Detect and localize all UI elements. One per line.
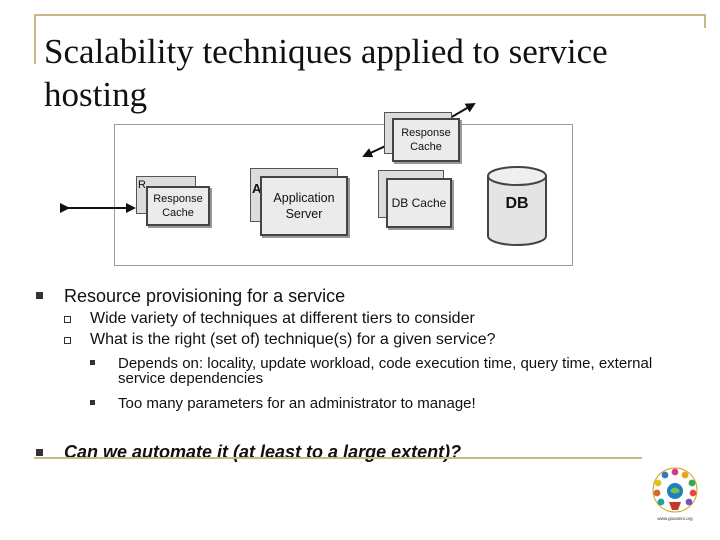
- remote-response-cache: Response Cache: [392, 118, 460, 162]
- bottom-rule: [34, 457, 642, 459]
- slide-title: Scalability techniques applied to servic…: [44, 32, 608, 114]
- sub-bullet-box: [64, 316, 71, 323]
- db-cache: DB Cache: [386, 178, 452, 228]
- bullet-square: [36, 292, 43, 299]
- application-server: Application Server: [260, 176, 348, 236]
- remote-out-arrow: [449, 102, 476, 119]
- sub-sub-bullet-too-many: Too many parameters for an administrator…: [118, 395, 476, 412]
- frame-top-rule: [34, 14, 706, 16]
- client-response-cache: Response Cache: [146, 186, 210, 226]
- database-label: DB: [505, 195, 529, 212]
- db-cache-label: DB Cache: [391, 195, 447, 210]
- bullet-resource-provisioning: Resource provisioning for a service: [64, 286, 346, 306]
- sub-bullet-right-technique: What is the right (set of) technique(s) …: [90, 331, 496, 348]
- sub-bullet-box: [64, 337, 71, 344]
- client-cache-back-label: R: [138, 179, 146, 191]
- peacock-emblem-logo: www.giovanni.org: [652, 467, 698, 521]
- sub-sub-bullet-depends-on: Depends on: locality, update workload, c…: [118, 355, 653, 387]
- app-server-back-label: A: [252, 181, 262, 196]
- database-cylinder: [487, 166, 547, 246]
- remote-response-cache-label: Response Cache: [401, 127, 451, 153]
- sub-bullet-variety: Wide variety of techniques at different …: [90, 310, 475, 327]
- frame-left-rule: [34, 14, 36, 64]
- application-server-label: Application Server: [273, 191, 335, 221]
- frame-right-rule: [704, 14, 706, 28]
- sub-sub-bullet-square: [90, 360, 95, 365]
- bullet-automate-question: Can we automate it (at least to a large …: [64, 442, 462, 462]
- bullet-square: [36, 449, 43, 456]
- sub-sub-bullet-square: [90, 400, 95, 405]
- client-response-cache-label: Response Cache: [153, 193, 203, 219]
- logo-caption: www.giovanni.org: [657, 516, 693, 521]
